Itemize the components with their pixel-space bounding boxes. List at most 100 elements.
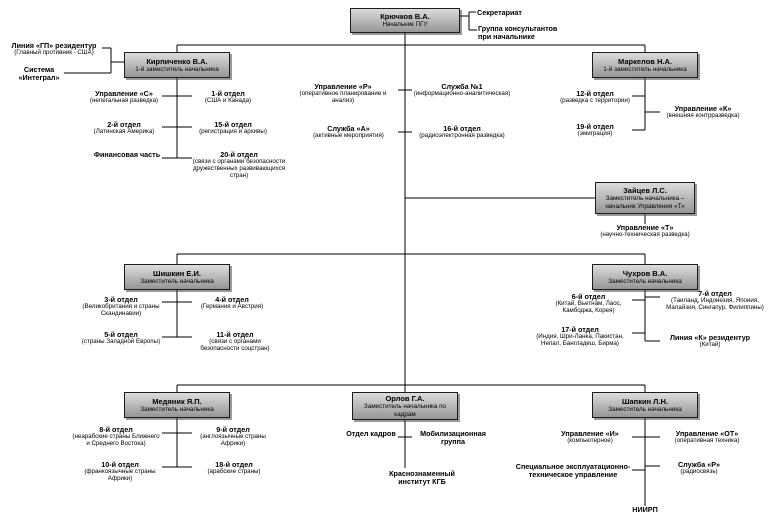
unit-name: 17-й отдел [561,325,599,334]
unit-name: 6-й отдел [571,292,606,301]
unit-detail: (внешняя контрразведка) [666,112,740,120]
person-name: Чухров В.А. [622,268,668,278]
unit-detail: (радиосвязь) [680,468,718,476]
box-deputy-zaytsev: Зайцев Л.С. Заместитель начальника – нач… [595,182,695,214]
unit-otd-20: 20-й отдел (связи с органами безопасност… [192,150,286,180]
unit-detail: (Латинская Америка) [93,128,155,136]
unit-otd-4: 4-й отдел (Германия и Австрия) [192,295,272,311]
unit-detail: (радиоэлектронная разведка) [419,132,505,140]
unit-detail: (Великобритания и страны Скандинавии) [82,303,160,318]
person-title: Заместитель начальника [608,277,682,285]
unit-otd-6: 6-й отдел (Китай, Вьетнам, Лаос, Камбодж… [545,292,632,315]
connector-path [64,11,660,506]
unit-otd-16: 16-й отдел (радиоэлектронная разведка) [412,124,512,140]
box-deputy-shishkin: Шишкин Е.И. Заместитель начальника [124,264,230,290]
unit-detail: (регистрация и архивы) [199,128,267,136]
unit-detail: (страны Западной Европы) [81,338,161,346]
unit-detail: (оперативное планирование и анализ) [299,90,387,105]
unit-name: Служба «Р» [677,460,721,469]
box-deputy-shapkin: Шапкин Л.Н. Заместитель начальника [592,392,698,418]
unit-otd-10: 10-й отдел (франкоязычные страны Африки) [78,460,162,483]
unit-detail: (Таиланд, Индонезия, Япония, Малайзия, С… [666,297,764,312]
unit-detail: (разведка с территории) [560,97,630,105]
box-deputy-markelov: Маркелов Н.А. 1-й заместитель начальника [592,52,698,78]
unit-name: Служба №1 [441,82,483,91]
person-title: Заместитель начальника [608,405,682,413]
unit-name: 5-й отдел [104,330,138,339]
unit-name: 8-й отдел [99,425,133,434]
unit-name: Финансовая часть [93,150,161,159]
person-name: Маркелов Н.А. [618,56,672,66]
person-name: Медяник Я.П. [152,396,202,406]
unit-name: 1-й отдел [211,89,245,98]
unit-detail: (арабские страны) [207,468,261,476]
unit-name: Управление «К» [674,104,732,113]
unit-name: 10-й отдел [101,460,139,469]
person-title2: начальник Управления «Т» [605,202,685,210]
unit-name: Управление «С» [95,89,153,98]
person-title: Заместитель начальника по кадрам [363,403,447,418]
unit-name: 20-й отдел [220,150,258,159]
unit-name: Линия «ГП» резидентур [11,41,97,50]
unit-kadry: Отдел кадров [344,429,398,438]
unit-name: 15-й отдел [214,120,252,129]
unit-otd-5: 5-й отдел (страны Западной Европы) [80,330,162,346]
unit-line-k: Линия «К» резидентур (Китай) [660,333,760,349]
person-title: 1-й заместитель начальника [603,65,687,73]
unit-detail: (компьютерное) [567,437,613,445]
unit-name: 2-й отдел [107,120,141,129]
unit-name: НИИРП [632,505,658,514]
unit-upr-ot: Управление «ОТ» (оперативная техника) [660,429,754,445]
unit-detail: (связи с органами безопасности соцстран) [200,338,270,353]
person-name: Шишкин Е.И. [153,268,201,278]
unit-name: Отдел кадров [346,429,396,438]
unit-detail: (нелегальная разведка) [89,97,159,105]
unit-otd-18: 18-й отдел (арабские страны) [192,460,276,476]
unit-detail: (информационно-аналитическая) [413,90,511,98]
unit-secretariat: Секретариат [477,8,547,17]
person-title: Заместитель начальника [140,405,214,413]
person-name: Шапкин Л.Н. [621,396,669,406]
unit-detail: (Индия, Шри-Ланка, Пакистан, Непал, Банг… [536,333,624,348]
unit-name: Группа консультантов при начальнике [478,24,558,42]
unit-upr-s: Управление «С» (нелегальная разведка) [86,89,162,105]
unit-otd-8: 8-й отдел (неарабские страны Ближнего и … [70,425,162,448]
unit-name: Секретариат [477,8,522,17]
unit-name: 12-й отдел [576,89,614,98]
unit-otd-3: 3-й отдел (Великобритания и страны Сканд… [80,295,162,318]
unit-name: 3-й отдел [104,295,138,304]
unit-mob-group: Мобилизационная группа [412,429,494,447]
unit-name: 18-й отдел [215,460,253,469]
unit-detail: (Китай) [699,341,721,349]
unit-niirp: НИИРП [617,505,673,514]
unit-detail: (научно-техническая разведка) [600,231,690,239]
unit-otd-12: 12-й отдел (разведка с территории) [558,89,632,105]
person-name: Кирпиченко В.А. [146,56,208,66]
unit-otd-11: 11-й отдел (связи с органами безопасност… [192,330,278,353]
unit-detail: (США и Канада) [204,97,252,105]
unit-detail: (эмиграция) [577,130,613,138]
unit-upr-k: Управление «К» (внешняя контрразведка) [660,104,746,120]
unit-name: Линия «К» резидентур [669,333,751,342]
unit-name: 19-й отдел [576,122,614,131]
person-name: Орлов Г.А. [385,394,425,404]
unit-spec-tech: Специальное эксплуатационно-техническое … [514,462,632,480]
unit-integral: Система «Интеграл» [10,65,68,83]
unit-otd-1: 1-й отдел (США и Канада) [192,89,264,105]
unit-detail: (связи с органами безопасности дружестве… [192,158,286,180]
unit-name: Управление «Т» [616,223,674,232]
box-chief-kryuchkov: Крючков В.А. Начальник ПГУ [350,8,460,33]
unit-detail: (франкоязычные страны Африки) [84,468,156,483]
unit-detail: (Главный противник - США) [14,49,94,57]
unit-name: Управление «Р» [314,82,372,91]
unit-name: Специальное эксплуатационно-техническое … [515,462,631,480]
unit-otd-7: 7-й отдел (Таиланд, Индонезия, Япония, М… [660,289,770,312]
box-deputy-medyanik: Медяник Я.П. Заместитель начальника [124,392,230,418]
unit-detail: (англоязычные страны Африки) [200,433,266,448]
unit-kgb-institute: Краснознаменный институт КГБ [374,469,470,487]
unit-name: 4-й отдел [215,295,249,304]
unit-detail: (неарабские страны Ближнего и Среднего В… [72,433,160,448]
unit-sluzhba-r: Служба «Р» (радиосвязь) [660,460,738,476]
